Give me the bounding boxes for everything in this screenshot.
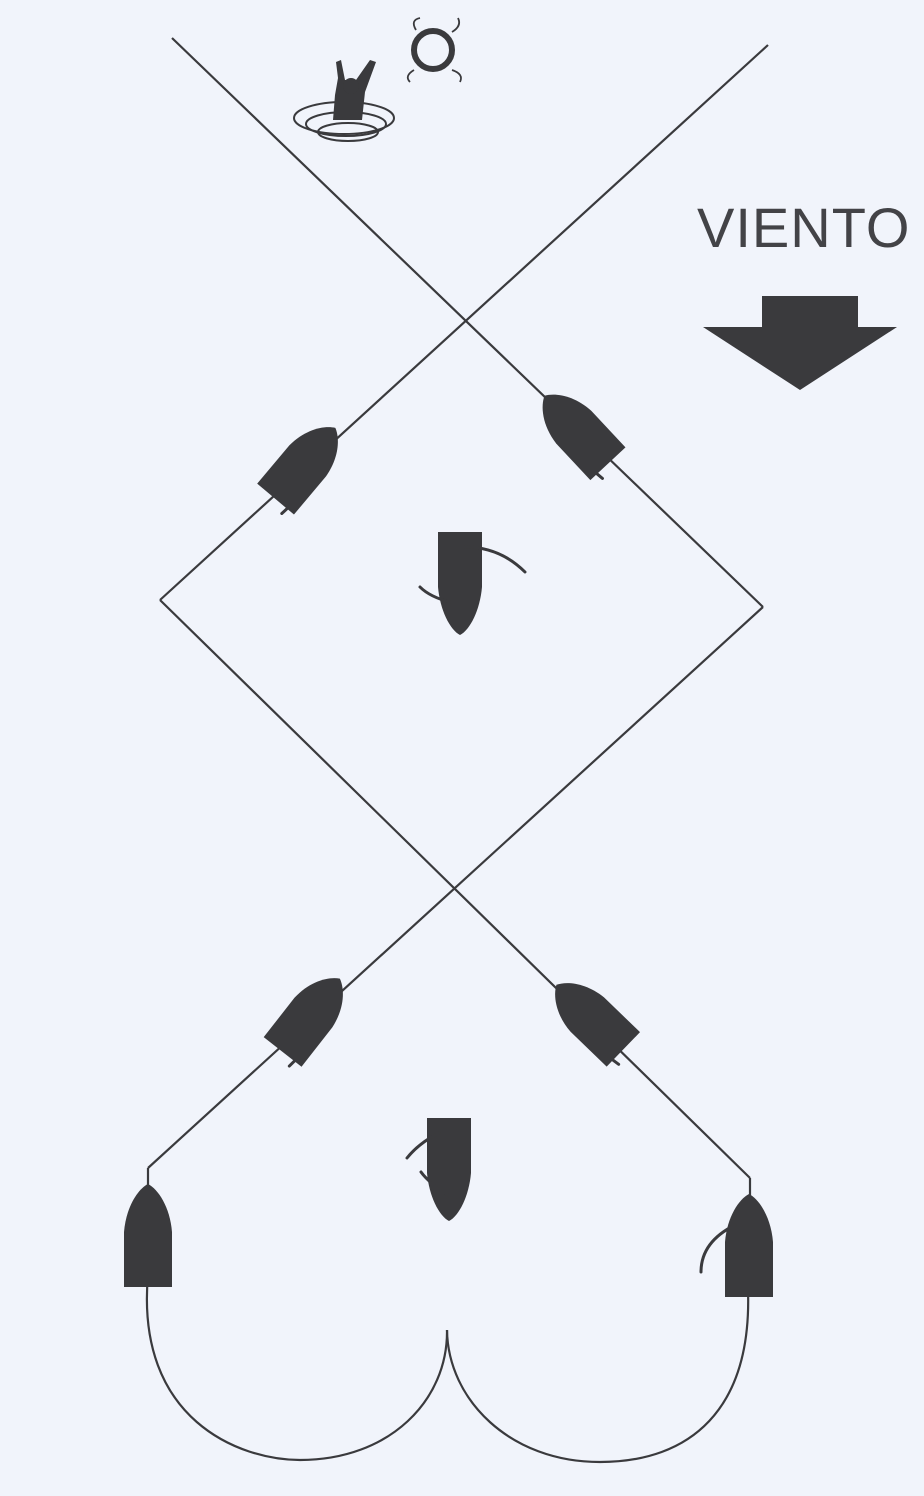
- course-line-lower-right-to-left: [147, 606, 764, 1169]
- lifebuoy-icon: [406, 17, 462, 83]
- course-lines: [145, 37, 769, 1464]
- course-line-upper-right-to-left: [159, 44, 769, 601]
- sailboat-icon: [418, 532, 527, 635]
- wind-arrow-icon: [703, 296, 897, 390]
- sailboat-icon: [124, 1184, 172, 1287]
- course-loop-right: [445, 1289, 750, 1464]
- sailboat-icon: [405, 1118, 471, 1221]
- person-in-water-icon: [293, 60, 395, 142]
- course-loop-left: [145, 1274, 449, 1462]
- sailboat-icon: [263, 978, 343, 1068]
- wind-label: VIENTO: [697, 196, 911, 259]
- sailboat-icon: [699, 1194, 773, 1297]
- sailboat-icon: [542, 394, 626, 481]
- sailboat-icon: [257, 427, 338, 515]
- sailboat-icon: [555, 983, 641, 1067]
- course-line-upper-left-to-right: [171, 37, 764, 608]
